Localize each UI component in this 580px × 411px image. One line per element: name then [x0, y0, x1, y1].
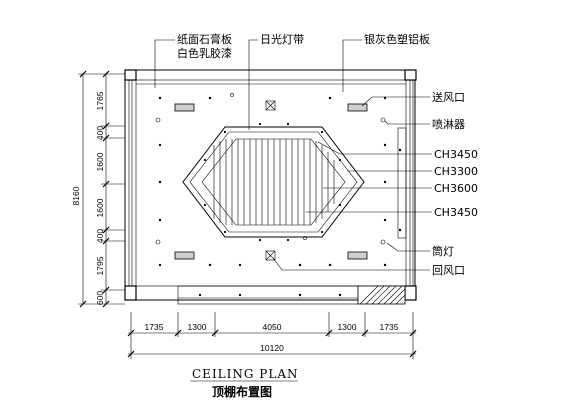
building-outline: [124, 69, 417, 305]
horizontal-dimension-texts: 1735 1300 4050 1300 1735 10120: [145, 322, 399, 353]
horizontal-dimension-lines: [127, 312, 417, 359]
downlights: [158, 96, 402, 297]
label-ch3450-bottom: CH3450: [434, 206, 478, 219]
sprinklers: [155, 93, 386, 245]
dim-vertical-1: 1765: [95, 91, 105, 110]
dim-horizontal-3: 4050: [263, 322, 282, 332]
dim-vertical-2: 400: [95, 126, 105, 140]
dim-vertical-3: 1600: [95, 152, 105, 171]
dim-horizontal-2: 1300: [188, 322, 207, 332]
label-sprinkler: 喷淋器: [432, 118, 465, 131]
label-fluorescent-strip: 日光灯带: [260, 32, 304, 46]
dim-horizontal-total: 10120: [260, 343, 284, 353]
label-ch3450-top: CH3450: [434, 148, 478, 161]
return-vents: [265, 100, 276, 261]
label-ch3300: CH3300: [434, 165, 478, 178]
label-white-latex-paint: 白色乳胶漆: [177, 46, 232, 60]
dim-vertical-total: 8160: [71, 186, 81, 205]
label-ch3600: CH3600: [434, 182, 478, 195]
vertical-dimension-texts: 8160 1765 400 1600 1600 400 1795 600: [71, 91, 105, 305]
central-octagon-ceiling: [182, 122, 365, 242]
vertical-dimension-lines: [78, 70, 125, 308]
dim-horizontal-4: 1300: [338, 322, 357, 332]
drawing-title: CEILING PLAN 顶棚布置图: [190, 367, 299, 399]
label-downlight: 筒灯: [432, 244, 454, 258]
leader-lines: [154, 39, 432, 271]
supply-vents: [174, 103, 368, 260]
label-silver-grey-aluminum: 银灰色塑铝板: [364, 32, 430, 46]
dim-horizontal-5: 1735: [380, 322, 399, 332]
dim-horizontal-1: 1735: [145, 322, 164, 332]
label-supply-vent: 送风口: [432, 90, 465, 104]
dim-vertical-7: 600: [95, 291, 105, 305]
dim-vertical-4: 1600: [95, 198, 105, 217]
label-return-vent: 回风口: [432, 264, 465, 277]
dim-vertical-6: 1795: [95, 256, 105, 275]
annotation-labels: 纸面石膏板 白色乳胶漆 日光灯带 银灰色塑铝板 送风口 喷淋器 CH3450 C…: [177, 32, 478, 277]
label-gypsum-board: 纸面石膏板: [177, 32, 232, 46]
title-chinese: 顶棚布置图: [212, 384, 272, 399]
title-english: CEILING PLAN: [192, 367, 299, 381]
dim-vertical-5: 400: [95, 229, 105, 243]
